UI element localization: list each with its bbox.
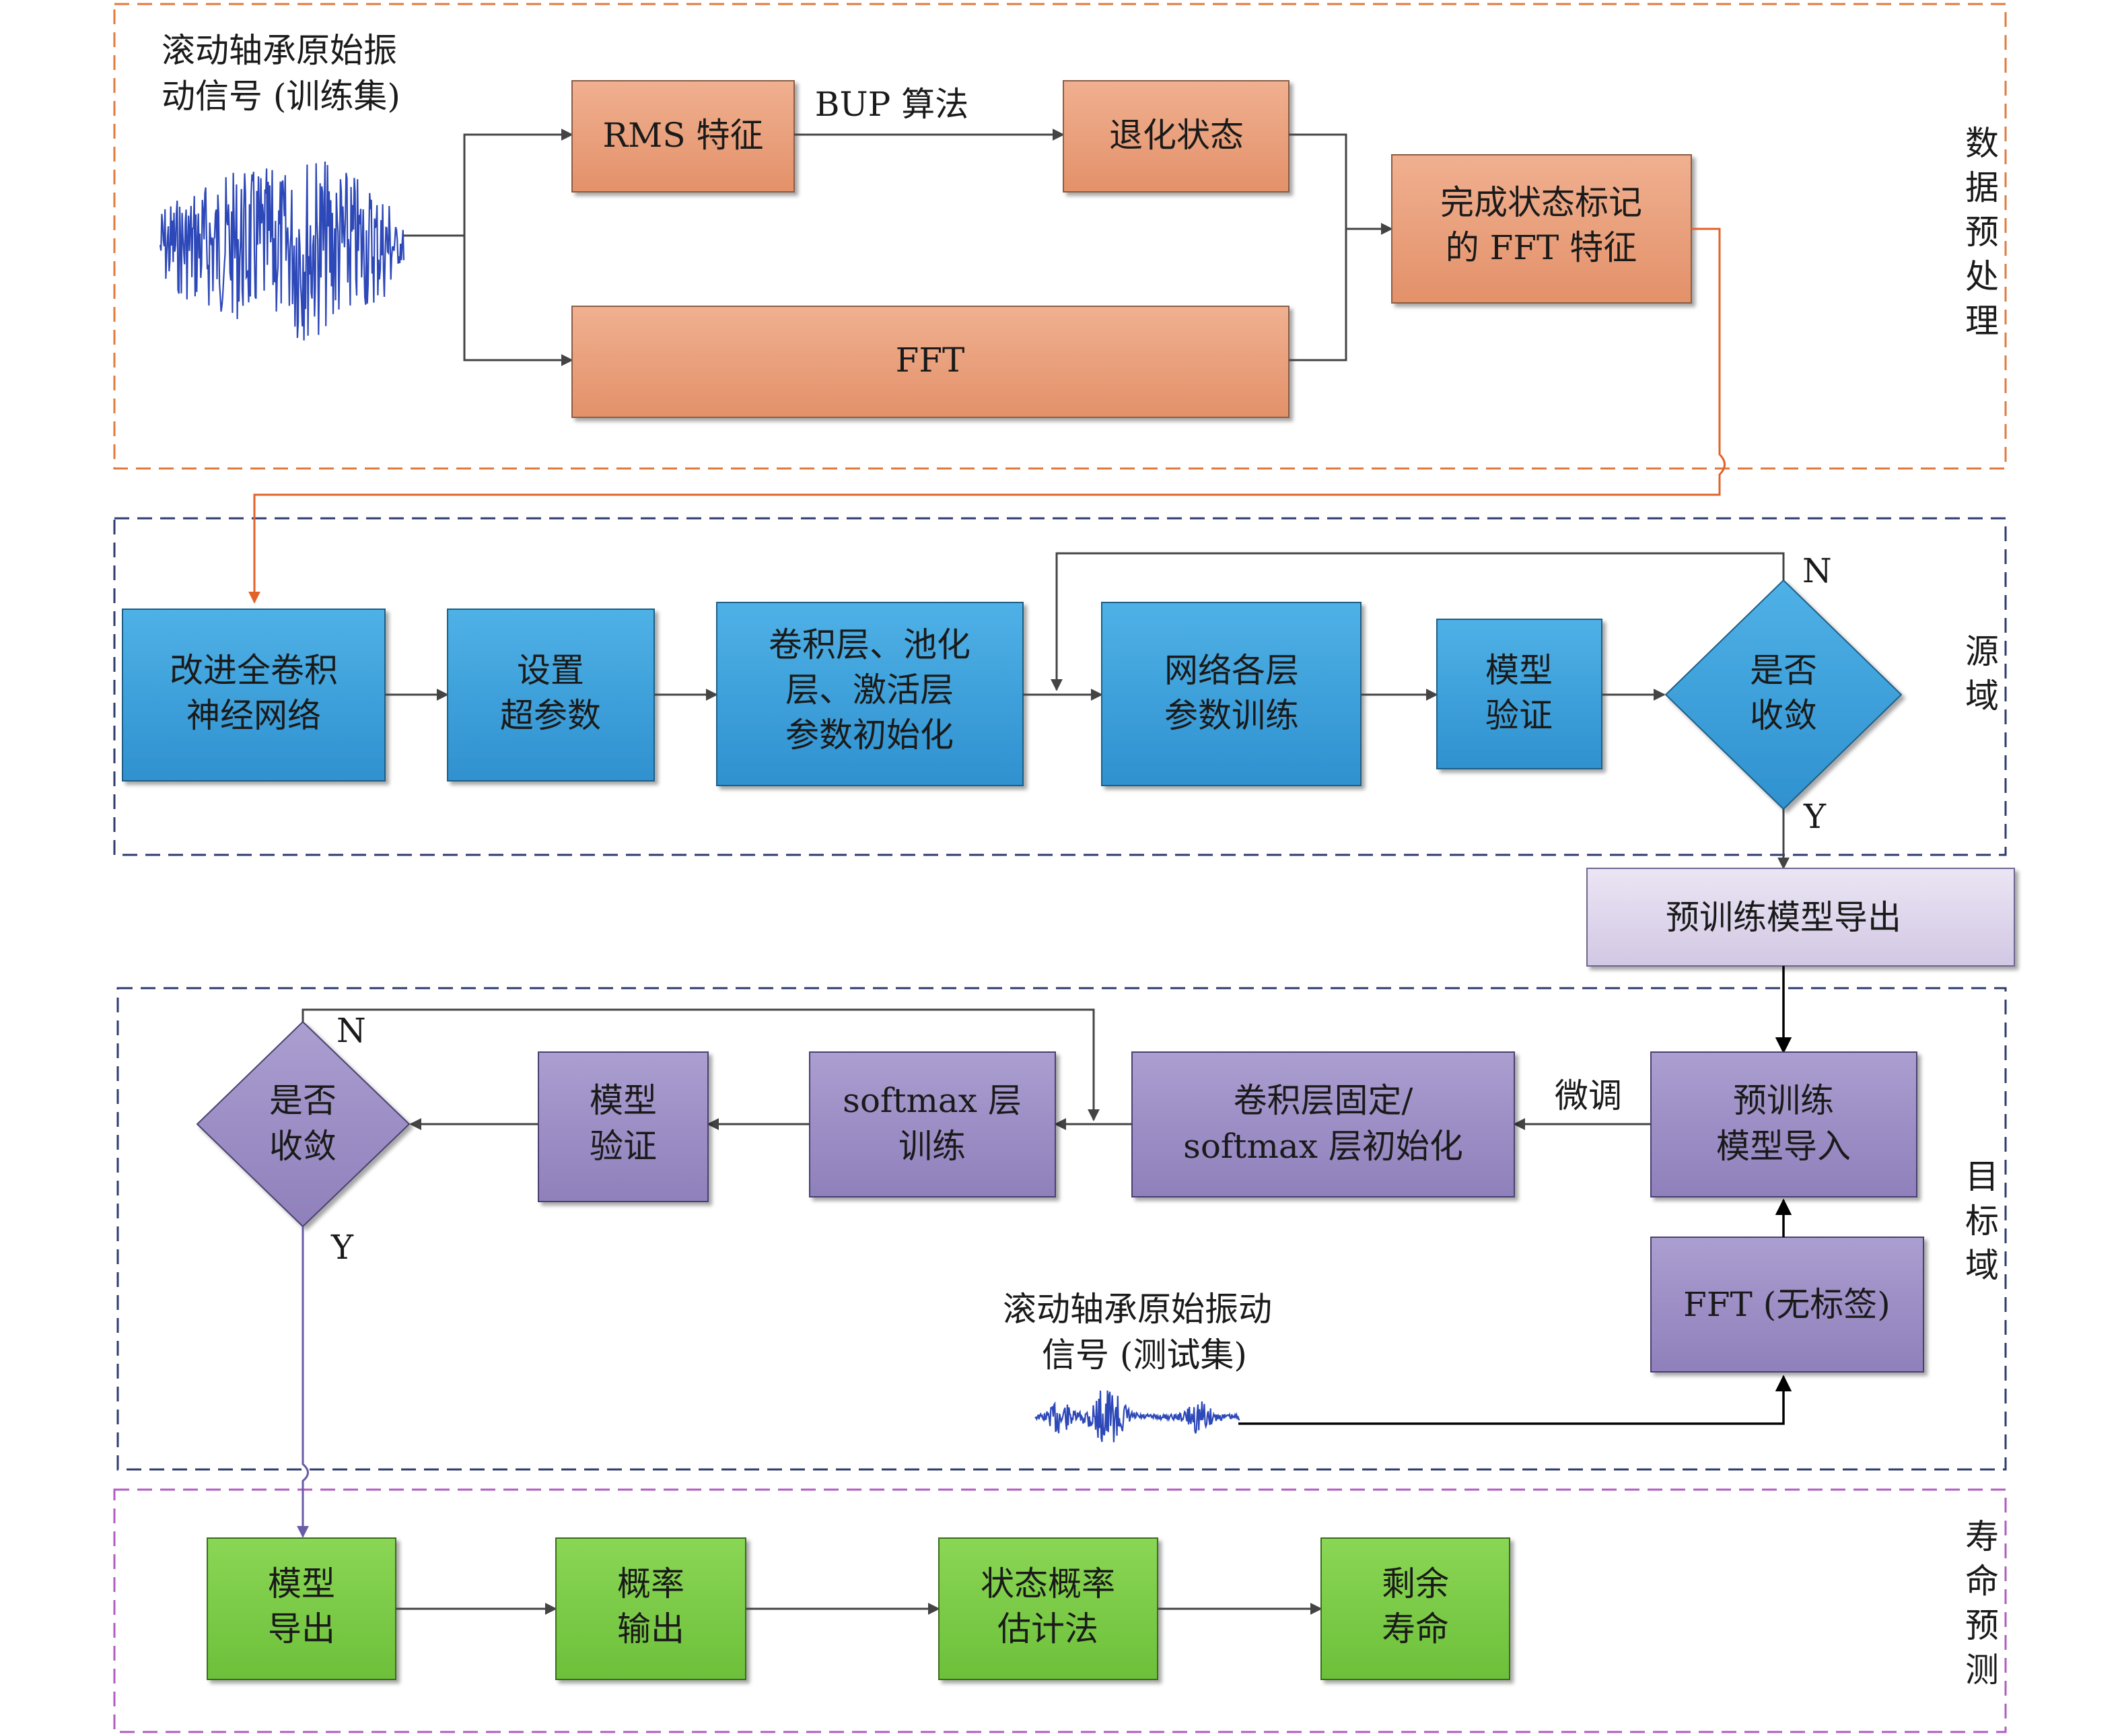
softmax-training-line1: softmax 层 xyxy=(843,1081,1022,1120)
target-converge-line2: 收敛 xyxy=(269,1127,337,1166)
target-model-verify-line2: 验证 xyxy=(590,1127,657,1166)
connector-test-signal-fft xyxy=(1238,1375,1792,1425)
set-hyperparameters-line2: 超参数 xyxy=(500,696,601,735)
connector-preprocess-to-source xyxy=(248,228,1726,604)
conv-fixed-softmax-init-line2: softmax 层初始化 xyxy=(1183,1127,1463,1166)
test-vibration-signal-icon xyxy=(1034,1390,1240,1443)
source-yes-label: Y xyxy=(1803,797,1827,836)
set-hyperparameters-line1: 设置 xyxy=(517,651,584,690)
section-label-target: 目标域 xyxy=(1965,1157,1999,1285)
section-frame-source xyxy=(113,517,2007,856)
conv-fixed-softmax-init-line1: 卷积层固定/ xyxy=(1234,1081,1413,1120)
set-hyperparameters-box xyxy=(447,609,655,782)
remaining-life-line1: 剩余 xyxy=(1382,1564,1449,1603)
layer-init-box xyxy=(716,602,1024,786)
fft-unlabeled-label: FFT (无标签) xyxy=(1683,1285,1891,1324)
section-label-source: 源域 xyxy=(1965,632,1999,716)
connector-fft-merge xyxy=(1289,229,1347,361)
degradation-state-label: 退化状态 xyxy=(1109,116,1244,155)
layer-training-box xyxy=(1101,602,1362,786)
pretrained-import-box xyxy=(1650,1051,1917,1197)
labeled-fft-feature-line1: 完成状态标记 xyxy=(1440,183,1642,222)
state-probability-estimation-line1: 状态概率 xyxy=(981,1564,1115,1603)
pretrained-export-box xyxy=(1586,868,2015,967)
state-probability-estimation-box xyxy=(938,1537,1158,1680)
train-vibration-signal-icon xyxy=(159,161,405,341)
softmax-training-box xyxy=(809,1051,1056,1197)
target-yes-label: Y xyxy=(330,1228,354,1267)
model-export-line1: 模型 xyxy=(268,1564,335,1603)
connector-signal-split xyxy=(404,129,573,237)
section-label-preprocess: 数据预处理 xyxy=(1965,124,1999,341)
target-no-label: N xyxy=(337,1011,366,1050)
improved-fcn-line2: 神经网络 xyxy=(186,696,321,735)
finetune-label: 微调 xyxy=(1555,1076,1622,1115)
improved-fcn-box xyxy=(122,609,386,782)
source-no-label: N xyxy=(1802,551,1832,590)
source-converge-line2: 收敛 xyxy=(1750,696,1817,735)
connector-degrade-merge xyxy=(1289,133,1393,235)
probability-output-line1: 概率 xyxy=(617,1564,684,1603)
connector-target-no-loop xyxy=(302,1008,1100,1121)
source-model-verify-line2: 验证 xyxy=(1485,696,1553,735)
bup-algorithm-label: BUP 算法 xyxy=(815,85,968,124)
source-model-verify-box xyxy=(1436,619,1602,769)
rms-feature-box xyxy=(571,80,795,193)
conv-fixed-softmax-init-box xyxy=(1131,1051,1515,1197)
degradation-state-box xyxy=(1063,80,1289,193)
train-signal-caption-line1: 滚动轴承原始振 xyxy=(162,31,397,70)
pretrained-import-line2: 模型导入 xyxy=(1716,1127,1851,1166)
section-frame-target xyxy=(116,987,2007,1471)
test-signal-caption-line2: 信号 (测试集) xyxy=(1042,1335,1247,1375)
layer-init-line1: 卷积层、池化 xyxy=(769,625,970,664)
target-converge-diamond xyxy=(196,1020,411,1228)
probability-output-line2: 输出 xyxy=(617,1609,684,1648)
improved-fcn-line1: 改进全卷积 xyxy=(170,651,338,690)
fft-label: FFT xyxy=(896,341,965,380)
connector-signal-fft xyxy=(463,236,573,366)
section-label-preprocess-text: 数据预处理 xyxy=(1965,124,1999,341)
target-model-verify-box xyxy=(538,1051,709,1202)
target-converge-line1: 是否 xyxy=(269,1081,337,1120)
target-model-verify-line1: 模型 xyxy=(590,1081,657,1120)
section-frame-preprocess xyxy=(113,3,2007,470)
train-signal-caption-line2: 动信号 (训练集) xyxy=(162,77,400,116)
state-probability-estimation-line2: 估计法 xyxy=(997,1609,1098,1648)
pretrained-export-label: 预训练模型导出 xyxy=(1666,898,1901,937)
layer-init-line2: 层、激活层 xyxy=(785,670,954,709)
layer-init-line3: 参数初始化 xyxy=(785,716,954,755)
rms-feature-label: RMS 特征 xyxy=(603,116,764,155)
model-export-line2: 导出 xyxy=(268,1609,335,1648)
section-label-life: 寿命预测 xyxy=(1965,1517,1999,1690)
labeled-fft-feature-box xyxy=(1391,154,1692,304)
connector-source-no-loop xyxy=(1051,552,1785,691)
source-converge-diamond xyxy=(1664,579,1903,810)
fft-box xyxy=(571,306,1289,418)
remaining-life-line2: 寿命 xyxy=(1382,1609,1449,1648)
section-label-target-text: 目标域 xyxy=(1965,1157,1999,1285)
source-model-verify-line1: 模型 xyxy=(1485,651,1553,690)
section-label-source-text: 源域 xyxy=(1965,632,1999,716)
probability-output-box xyxy=(555,1537,746,1680)
fft-unlabeled-box xyxy=(1650,1237,1924,1373)
connector-target-yes xyxy=(297,1226,309,1538)
layer-training-line1: 网络各层 xyxy=(1164,651,1299,690)
pretrained-import-line1: 预训练 xyxy=(1733,1081,1834,1120)
model-export-box xyxy=(207,1537,396,1680)
remaining-life-box xyxy=(1320,1537,1510,1680)
labeled-fft-feature-line2: 的 FFT 特征 xyxy=(1446,228,1637,267)
source-converge-line1: 是否 xyxy=(1750,651,1817,690)
layer-training-line2: 参数训练 xyxy=(1164,696,1299,735)
section-label-life-text: 寿命预测 xyxy=(1965,1517,1999,1690)
softmax-training-line2: 训练 xyxy=(898,1127,966,1166)
test-signal-caption-line1: 滚动轴承原始振动 xyxy=(1003,1290,1272,1329)
section-frame-life xyxy=(113,1488,2007,1733)
